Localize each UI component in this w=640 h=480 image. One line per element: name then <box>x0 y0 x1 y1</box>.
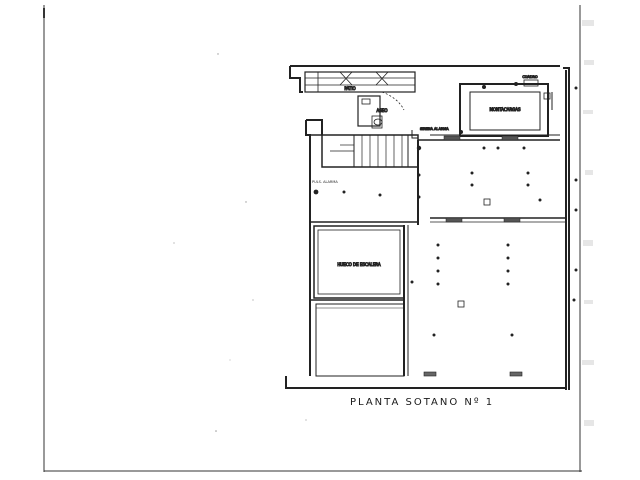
montacargas-label: MONTACARGAS <box>489 107 521 112</box>
cuadro-label: CUADRO <box>522 75 538 79</box>
wall-vents <box>443 135 521 223</box>
patio: PATIO <box>304 71 416 93</box>
pulsador-alarma-label: PULS. ALARMA <box>312 180 338 184</box>
hueco-escalera-label: HUECO DE ESCALERA <box>337 262 381 267</box>
plan-title: PLANTA SOTANO Nº 1 <box>350 397 495 408</box>
aseo-room: ASEO <box>357 91 405 129</box>
staircase: SIRENA ALARMA <box>321 127 450 168</box>
interior-walls <box>310 134 566 376</box>
hueco-escalera: HUECO DE ESCALERA <box>313 225 405 299</box>
scan-speckles <box>173 53 307 432</box>
montacargas-room: MONTACARGAS CUADRO <box>459 75 553 137</box>
outer-walls <box>285 65 570 390</box>
pulsador-alarma: PULS. ALARMA <box>312 180 338 195</box>
aseo-label: ASEO <box>377 108 388 113</box>
small-square-markers <box>457 92 551 308</box>
floor-drains <box>423 371 523 377</box>
patio-label: PATIO <box>344 86 355 91</box>
device-markers <box>342 82 578 337</box>
scan-edge-marks <box>582 20 594 426</box>
sirena-alarma-label: SIRENA ALARMA <box>420 127 449 131</box>
lower-left-room <box>315 303 405 377</box>
sheet-frame <box>43 5 582 472</box>
